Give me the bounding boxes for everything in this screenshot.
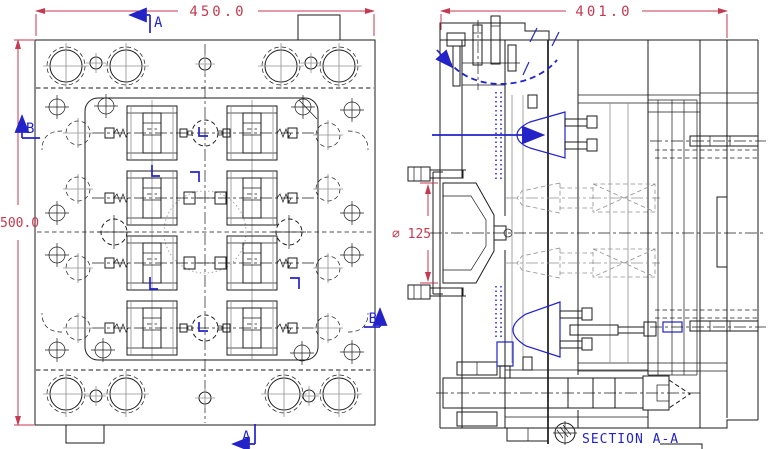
marker-a-top: A (154, 15, 163, 31)
ghost-hole (62, 312, 94, 344)
bolt-hole (194, 387, 216, 409)
screw-hole (290, 94, 316, 120)
blue-bracket (149, 277, 158, 290)
guide-pin (315, 370, 363, 418)
gate-bolt (499, 365, 511, 379)
ghost-hole (62, 173, 94, 205)
ejector-plates (648, 99, 766, 376)
screw-hole (339, 242, 365, 268)
ghost-cavities (516, 182, 656, 279)
guide-pin (315, 42, 363, 90)
corner-chamfer (298, 99, 318, 120)
marker-b-right: B (369, 311, 377, 327)
marker-a-bottom: A (242, 429, 251, 445)
cavity-plate-outline (84, 97, 319, 361)
ko-hole (716, 196, 728, 268)
ghost-corner (41, 312, 63, 333)
ghost-hole (62, 252, 94, 284)
bolt-hole (85, 52, 107, 74)
screw-hole (44, 200, 70, 226)
plan-height-dimension: 500.0 (0, 216, 39, 231)
guide-pin (260, 370, 308, 418)
molded-part-top (432, 94, 598, 159)
runner-annotations (435, 27, 560, 340)
datum-symbol (553, 421, 577, 445)
bolt-hole (194, 53, 216, 75)
blue-bracket (151, 165, 160, 177)
plan-dimensions: 450.0 500.0 (0, 4, 375, 426)
section-view: SECTION A-A (407, 15, 766, 449)
screw-hole (44, 94, 70, 120)
locating-ring-ghost-circle (163, 190, 247, 274)
ghost-corner (41, 130, 63, 151)
blue-bracket (190, 171, 200, 182)
screw-hole (339, 97, 365, 123)
ghost-hole (62, 117, 94, 149)
screw-hole (289, 340, 315, 366)
screw-hole (44, 242, 70, 268)
bolt-hole (85, 385, 107, 407)
molded-part-bottom (512, 301, 683, 371)
top-locating-block (297, 14, 341, 41)
mold-base-outline (34, 39, 376, 426)
guide-pin (42, 42, 90, 90)
section-outline (439, 22, 759, 444)
guide-pin (102, 42, 150, 90)
ghost-corner (347, 130, 369, 151)
marker-b-left: B (26, 121, 34, 137)
top-bolts (446, 15, 517, 87)
section-markers: A A B B (14, 7, 388, 449)
flow-arrow (435, 49, 454, 69)
ejector-rod (436, 361, 700, 442)
plan-view (34, 14, 376, 444)
bottom-locating-block (65, 424, 105, 444)
section-width-dimension: 401.0 (575, 4, 632, 20)
blue-bracket (290, 277, 300, 289)
diameter-dimension: ∅ 125 (392, 227, 431, 242)
screw-hole (90, 337, 116, 363)
guide-pin (42, 370, 90, 418)
plan-width-dimension: 450.0 (189, 4, 246, 20)
section-caption: SECTION A-A (582, 432, 679, 447)
screw-hole (339, 339, 365, 365)
ghost-corner (347, 312, 369, 333)
guide-pin (257, 42, 305, 90)
screw-hole (44, 337, 70, 363)
title-block-edge (660, 443, 703, 449)
section-dimensions: 401.0 ∅ 125 (392, 4, 728, 284)
guide-pin (102, 370, 150, 418)
bolt-hole (300, 52, 322, 74)
screw-hole (339, 200, 365, 226)
locating-ring (407, 166, 513, 300)
return-pin (96, 214, 132, 250)
